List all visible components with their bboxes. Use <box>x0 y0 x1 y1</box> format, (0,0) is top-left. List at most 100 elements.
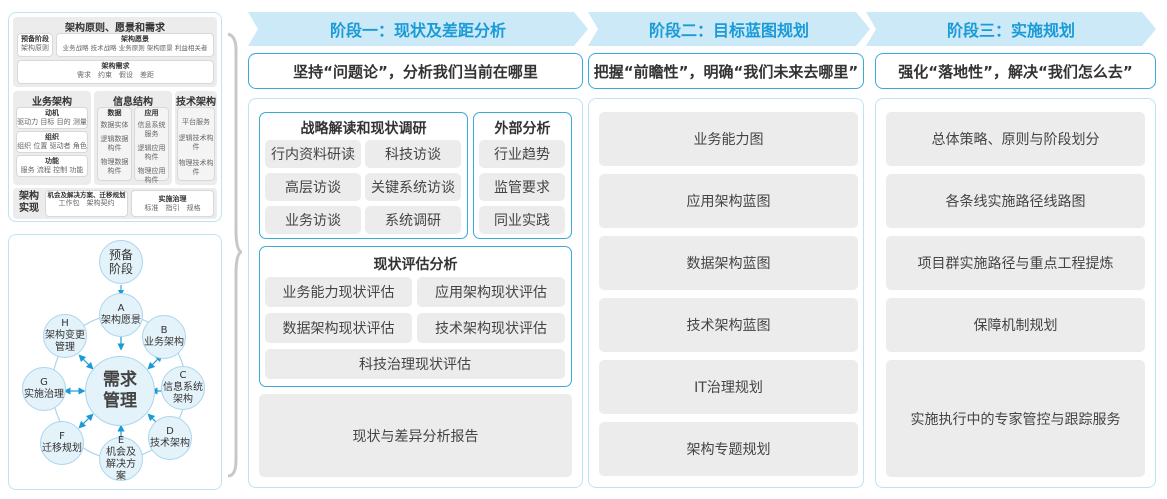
plan-item: 实施执行中的专家管控与跟踪服务 <box>886 360 1145 477</box>
assessment-item: 数据架构现状评估 <box>265 313 412 343</box>
biz-group-title: 组织 <box>45 133 59 141</box>
gov-items: 标准 指引 规格 <box>144 204 201 212</box>
req-items: 需求 约束 假设 差距 <box>77 71 154 79</box>
strategy-research-box: 战略解读和现状调研 行内资料研读 科技访谈 高层访谈 关键系统访谈 业务访谈 系… <box>259 112 468 239</box>
tech-arch-section: 技术架构 平台服务 逻辑技术构件 物理技术构件 <box>175 91 217 185</box>
phase-label: 机会及解决方案 <box>106 447 136 482</box>
business-arch-section: 业务架构 动机驱动力 目标 目的 测量 组织组织 位置 驱动者 角色 功能服务 … <box>13 91 91 185</box>
tech-column: 平台服务 逻辑技术构件 物理技术构件 <box>177 107 215 181</box>
prep-phase-circle[interactable]: 预备阶段 <box>99 240 143 284</box>
assessment-box: 现状评估分析 业务能力现状评估 应用架构现状评估 数据架构现状评估 技术架构现状… <box>259 246 572 387</box>
principles-title: 架构原则、愿景和需求 <box>65 23 165 34</box>
strategy-item: 业务访谈 <box>265 206 361 234</box>
app-item: 逻辑应用构件 <box>137 144 166 161</box>
biz-group-items: 服务 流程 控制 功能 <box>20 166 84 174</box>
blueprint-item: 应用架构蓝图 <box>599 174 858 228</box>
assessment-item: 技术架构现状评估 <box>417 313 565 343</box>
external-item: 行业趋势 <box>479 140 565 168</box>
data-column: 数据 数据实体 逻辑数据构件 物理数据构件 <box>97 107 132 181</box>
requirements-management-circle[interactable]: 需求管理 <box>85 356 155 426</box>
assessment-item: 应用架构现状评估 <box>417 277 565 307</box>
strategy-item: 科技访谈 <box>365 140 461 168</box>
phase-label: 迁移规划 <box>42 443 82 454</box>
opp-title: 机会及解决方案、迁移规划 <box>47 191 126 199</box>
strategy-title: 战略解读和现状调研 <box>300 121 427 137</box>
stage-2-subtitle: 把握“前瞻性”，明确“我们未来去哪里” <box>588 53 864 89</box>
assessment-title: 现状评估分析 <box>373 257 458 273</box>
stage-1-title: 阶段一：现状及差距分析 <box>329 21 506 40</box>
stage-2-title: 阶段二：目标蓝图规划 <box>648 21 809 40</box>
tech-title: 技术架构 <box>176 97 216 108</box>
tech-item: 物理技术构件 <box>178 159 214 176</box>
prep-box: 预备阶段 架构原则 <box>17 33 53 57</box>
phase-letter: E <box>117 435 125 446</box>
blueprint-item: 数据架构蓝图 <box>599 236 858 290</box>
external-analysis-box: 外部分析 行业趋势 监管要求 同业实践 <box>473 112 572 239</box>
phase-label: 架构愿景 <box>101 315 141 326</box>
biz-group: 动机驱动力 目标 目的 测量 <box>16 107 88 129</box>
data-item: 物理数据构件 <box>100 158 129 175</box>
stage-3-subtitle: 强化“落地性”，解决“我们怎么去” <box>875 53 1156 89</box>
phase-label: 业务架构 <box>144 337 184 348</box>
phase-label: 架构变更管理 <box>45 330 85 353</box>
phase-letter: A <box>117 303 125 314</box>
strategy-item: 行内资料研读 <box>265 140 361 168</box>
opportunity-box: 机会及解决方案、迁移规划工作包 架构契约 <box>45 190 128 217</box>
biz-group: 组织组织 位置 驱动者 角色 <box>16 131 88 153</box>
phase-letter: F <box>59 431 65 442</box>
info-structure-section: 信息结构 数据 数据实体 逻辑数据构件 物理数据构件 应用 信息系统服务 逻辑应… <box>94 91 172 185</box>
biz-group-items: 组织 位置 驱动者 角色 <box>17 142 87 150</box>
biz-group-items: 驱动力 目标 目的 测量 <box>17 118 87 126</box>
phase-letter: C <box>179 370 187 381</box>
biz-title: 业务架构 <box>32 97 72 108</box>
opp-items: 工作包 架构契约 <box>58 199 115 207</box>
tech-item: 平台服务 <box>182 118 210 126</box>
phase-label: 信息系统架构 <box>163 382 203 405</box>
phase-letter: H <box>61 318 69 329</box>
strategy-item: 系统调研 <box>365 206 461 234</box>
app-title: 应用 <box>144 109 159 117</box>
phase-letter: D <box>166 426 174 437</box>
prep-title: 预备阶段 <box>21 35 49 43</box>
stage-1-header: 阶段一：现状及差距分析 <box>248 12 588 46</box>
phase-letter: B <box>160 325 168 336</box>
togaf-content-panel: 架构原则、愿景和需求 预备阶段 架构原则 架构愿景 业务战略 技术战略 业务原则… <box>8 12 222 222</box>
assessment-item: 业务能力现状评估 <box>265 277 412 307</box>
gov-title: 实施治理 <box>158 195 187 203</box>
tech-item: 逻辑技术构件 <box>178 134 214 151</box>
biz-group-title: 动机 <box>45 109 59 117</box>
requirements-box: 架构需求 需求 约束 假设 差距 <box>17 60 214 84</box>
stage-2-header: 阶段二：目标蓝图规划 <box>588 12 870 46</box>
external-title: 外部分析 <box>494 121 551 137</box>
assessment-item: 科技治理现状评估 <box>265 349 565 379</box>
data-title: 数据 <box>107 109 122 117</box>
vision-box: 架构愿景 业务战略 技术战略 业务原则 架构愿景 利益相关者 <box>56 33 214 57</box>
stage-1-subtitle: 坚持“问题论”，分析我们当前在哪里 <box>248 53 583 89</box>
external-item: 监管要求 <box>479 173 565 201</box>
gap-analysis-report: 现状与差异分析报告 <box>259 394 572 477</box>
prep-label: 预备阶段 <box>108 248 133 276</box>
app-item: 物理应用构件 <box>137 167 166 184</box>
phase-label: 技术架构 <box>150 438 190 449</box>
data-item: 逻辑数据构件 <box>100 135 129 152</box>
center-label: 需求管理 <box>103 370 137 411</box>
biz-group: 功能服务 流程 控制 功能 <box>16 155 88 177</box>
external-item: 同业实践 <box>479 206 565 234</box>
governance-box: 实施治理标准 指引 规格 <box>131 190 214 217</box>
prep-items: 架构原则 <box>21 44 49 52</box>
impl-title: 架构实现 <box>19 191 39 214</box>
stage-3-header: 阶段三：实施规划 <box>866 12 1156 46</box>
blueprint-item: 业务能力图 <box>599 112 858 166</box>
vision-items: 业务战略 技术战略 业务原则 架构愿景 利益相关者 <box>62 44 208 52</box>
plan-item: 保障机制规划 <box>886 298 1145 352</box>
strategy-item: 关键系统访谈 <box>365 173 461 201</box>
